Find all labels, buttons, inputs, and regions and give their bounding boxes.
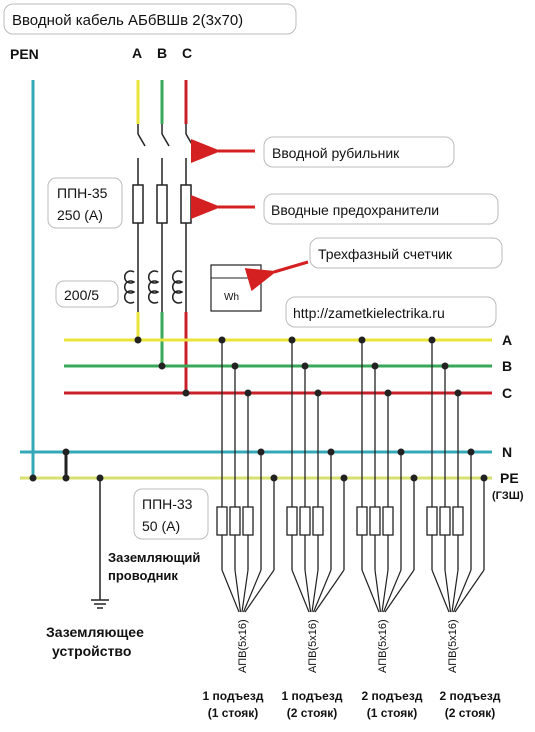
branch-group: АПВ(5х16) (426, 336, 488, 673)
busbar-n-label: N (502, 444, 512, 460)
branch-group: АПВ(5х16) (216, 336, 278, 673)
ct-ratio-box (55, 280, 119, 308)
title-box (3, 3, 297, 35)
group-label-entrance: 2 подъезд (440, 689, 501, 703)
phase-label-c: C (182, 45, 192, 61)
branch-fuse-type: ППН-33 (142, 496, 193, 512)
pen-label: PEN (10, 46, 39, 62)
fuse-callout-box (263, 193, 499, 225)
switch-callout-box (263, 136, 455, 168)
website-box (285, 296, 497, 328)
input-fuse-rating: 250 (А) (57, 207, 103, 223)
branch-fuse-rating: 50 (А) (142, 518, 180, 534)
energy-meter (210, 264, 262, 312)
ground-conductor-label-2: проводник (108, 568, 178, 583)
group-label-entrance: 2 подъезд (362, 689, 423, 703)
busbar-pe-label: PE (500, 470, 519, 486)
busbar-c-label: C (502, 385, 512, 401)
cable-label: АПВ(5х16) (237, 619, 249, 673)
group-label-riser: (2 стояк) (445, 706, 496, 720)
group-label-riser: (1 стояк) (367, 706, 418, 720)
ct-ratio: 200/5 (64, 287, 99, 303)
phase-label-a: A (132, 45, 142, 61)
branch-group: АПВ(5х16) (286, 336, 348, 673)
branch-fuse (369, 506, 381, 536)
meter-label: Wh (224, 292, 239, 303)
branch-groups: АПВ(5х16) АПВ(5х16) АПВ(5х16) АПВ(5х16) (216, 336, 488, 673)
branch-group: АПВ(5х16) (356, 336, 418, 673)
ground-conductor-label-1: Заземляющий (108, 550, 200, 565)
input-switch (137, 124, 194, 185)
input-fuses (132, 184, 192, 224)
branch-fuse (299, 506, 311, 536)
branch-fuse-box (133, 488, 209, 540)
group-label-entrance: 1 подъезд (282, 689, 343, 703)
input-fuse-box (47, 177, 123, 229)
meter-callout-box (309, 237, 503, 269)
ground-device-label-2: устройство (52, 643, 131, 659)
meter-arrow (244, 260, 309, 292)
branch-fuse (382, 506, 394, 536)
branch-fuse (356, 506, 368, 536)
busbar-a-label: A (502, 332, 512, 348)
branch-fuse (229, 506, 241, 536)
group-label-riser: (1 стояк) (208, 706, 259, 720)
fuse-callout: Вводные предохранители (271, 202, 439, 218)
switch-callout: Вводной рубильник (272, 145, 400, 161)
busbar-b-label: B (502, 358, 512, 374)
branch-fuse (439, 506, 451, 536)
cable-label: АПВ(5х16) (377, 619, 389, 673)
branch-fuse (286, 506, 298, 536)
diagram-title: Вводной кабель АБбВШв 2(3х70) (12, 12, 243, 29)
phase-label-b: B (157, 45, 167, 61)
website-label: http://zametkielectrika.ru (293, 305, 445, 321)
meter-callout: Трехфазный счетчик (318, 246, 453, 262)
branch-fuse (242, 506, 254, 536)
branch-fuse (312, 506, 324, 536)
busbar-pe-note: (ГЗШ) (492, 490, 524, 502)
group-label-riser: (2 стояк) (287, 706, 338, 720)
group-label-entrance: 1 подъезд (203, 689, 264, 703)
ground-device-label-1: Заземляющее (46, 624, 144, 640)
current-transformers (124, 262, 187, 312)
branch-fuse (216, 506, 228, 536)
cable-label: АПВ(5х16) (307, 619, 319, 673)
ground-symbol (91, 599, 109, 609)
branch-fuse (452, 506, 464, 536)
branch-fuse (426, 506, 438, 536)
input-fuse-type: ППН-35 (57, 185, 108, 201)
cable-label: АПВ(5х16) (447, 619, 459, 673)
